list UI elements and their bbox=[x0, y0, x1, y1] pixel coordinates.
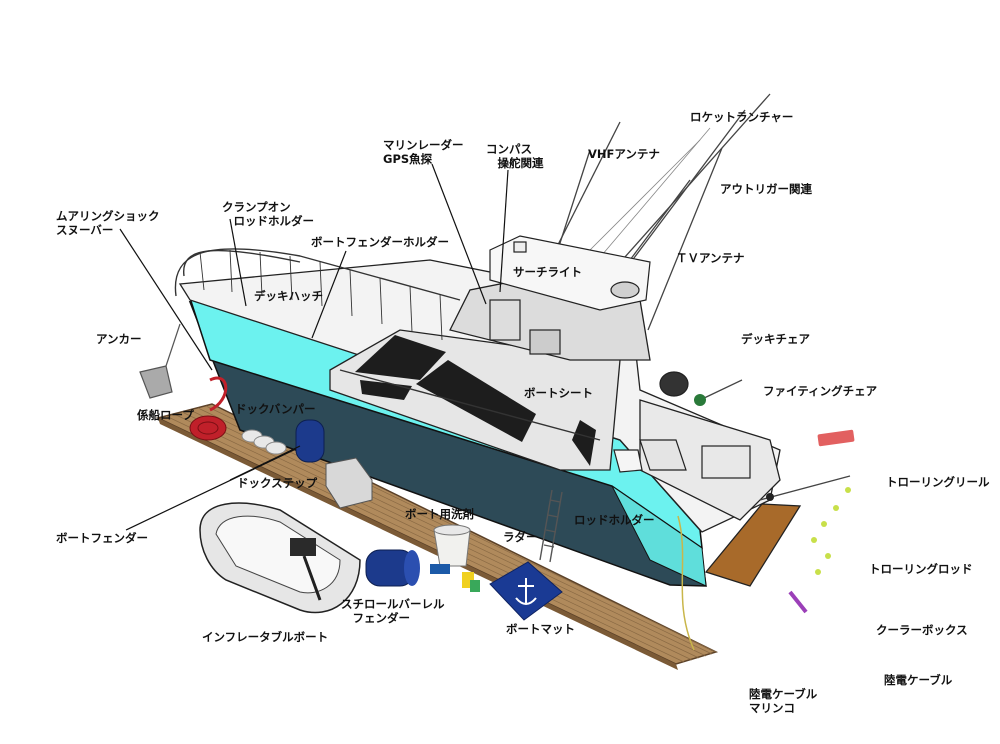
detergent-bucket-graphic bbox=[433, 524, 471, 567]
anchor-graphic bbox=[139, 323, 181, 399]
label-fender-holder[interactable]: ボートフェンダーホルダー bbox=[311, 235, 449, 249]
cleaning-items-graphic bbox=[430, 564, 480, 592]
leader-lines bbox=[119, 163, 509, 531]
label-fighting-chair[interactable]: ファイティングチェア bbox=[763, 384, 878, 398]
label-styrofoam-fender[interactable]: スチロールバーレル フェンダー bbox=[341, 597, 445, 625]
label-cooler-box[interactable]: クーラーボックス bbox=[876, 623, 968, 637]
cooler-box-graphic bbox=[817, 429, 855, 447]
label-deck-chair[interactable]: デッキチェア bbox=[741, 332, 810, 346]
label-clamp-rod-holder[interactable]: クランプオン ロッドホルダー bbox=[222, 200, 314, 228]
label-shore-cable[interactable]: 陸電ケーブル bbox=[884, 673, 953, 687]
label-boat-detergent[interactable]: ボート用洗剤 bbox=[405, 507, 474, 521]
label-marine-radar[interactable]: マリンレーダー GPS魚探 bbox=[383, 138, 464, 166]
label-trolling-rod[interactable]: トローリングロッド bbox=[869, 562, 973, 576]
label-outrigger[interactable]: アウトリガー関連 bbox=[720, 182, 812, 196]
barrel-fender-graphic bbox=[365, 549, 420, 587]
label-rocket-launcher[interactable]: ロケットランチャー bbox=[690, 110, 794, 124]
label-dock-bumper[interactable]: ドックバンパー bbox=[235, 402, 316, 416]
label-vhf-antenna[interactable]: VHFアンテナ bbox=[588, 147, 660, 161]
label-dock-step[interactable]: ドックステップ bbox=[237, 476, 318, 490]
trolling-reel-graphic bbox=[694, 379, 743, 406]
label-mooring-snubber[interactable]: ムアリングショック スヌーバー bbox=[56, 209, 160, 237]
label-deck-hatch[interactable]: デッキハッチ bbox=[254, 289, 323, 303]
boat-mat-graphic bbox=[489, 561, 563, 621]
label-inflatable-boat[interactable]: インフレータブルボート bbox=[202, 630, 329, 644]
trolling-rod-graphic bbox=[759, 475, 851, 575]
mooring-rope-graphic bbox=[189, 376, 228, 441]
dock-bumper-graphic bbox=[241, 419, 325, 463]
label-boat-mat[interactable]: ボートマット bbox=[506, 622, 575, 636]
dock-step-graphic bbox=[325, 457, 373, 509]
label-boat-fender[interactable]: ボートフェンダー bbox=[56, 531, 148, 545]
cockpit-chairs bbox=[613, 371, 751, 479]
label-shore-cable-marinco[interactable]: 陸電ケーブル マリンコ bbox=[749, 687, 818, 715]
flybridge bbox=[489, 235, 651, 355]
label-anchor[interactable]: アンカー bbox=[96, 332, 142, 346]
label-boat-seat[interactable]: ボートシート bbox=[524, 386, 593, 400]
cabin-windows bbox=[355, 335, 596, 466]
lure-graphic bbox=[788, 590, 808, 614]
label-tv-antenna[interactable]: ＴＶアンテナ bbox=[676, 251, 745, 265]
label-rod-holder[interactable]: ロッドホルダー bbox=[574, 513, 655, 527]
label-trolling-reel[interactable]: トローリングリール bbox=[886, 475, 990, 489]
shore-cable-graphic bbox=[677, 515, 695, 651]
label-compass[interactable]: コンパス 操舵関連 bbox=[486, 142, 544, 170]
ladder-graphic bbox=[539, 489, 563, 563]
inflatable-boat-graphic bbox=[199, 502, 361, 614]
bow-rails bbox=[174, 248, 601, 441]
label-searchlight[interactable]: サーチライト bbox=[513, 265, 582, 279]
swim-platform bbox=[704, 503, 802, 587]
label-ladder[interactable]: ラダー bbox=[503, 530, 538, 544]
label-mooring-rope[interactable]: 係船ロープ bbox=[137, 408, 194, 422]
